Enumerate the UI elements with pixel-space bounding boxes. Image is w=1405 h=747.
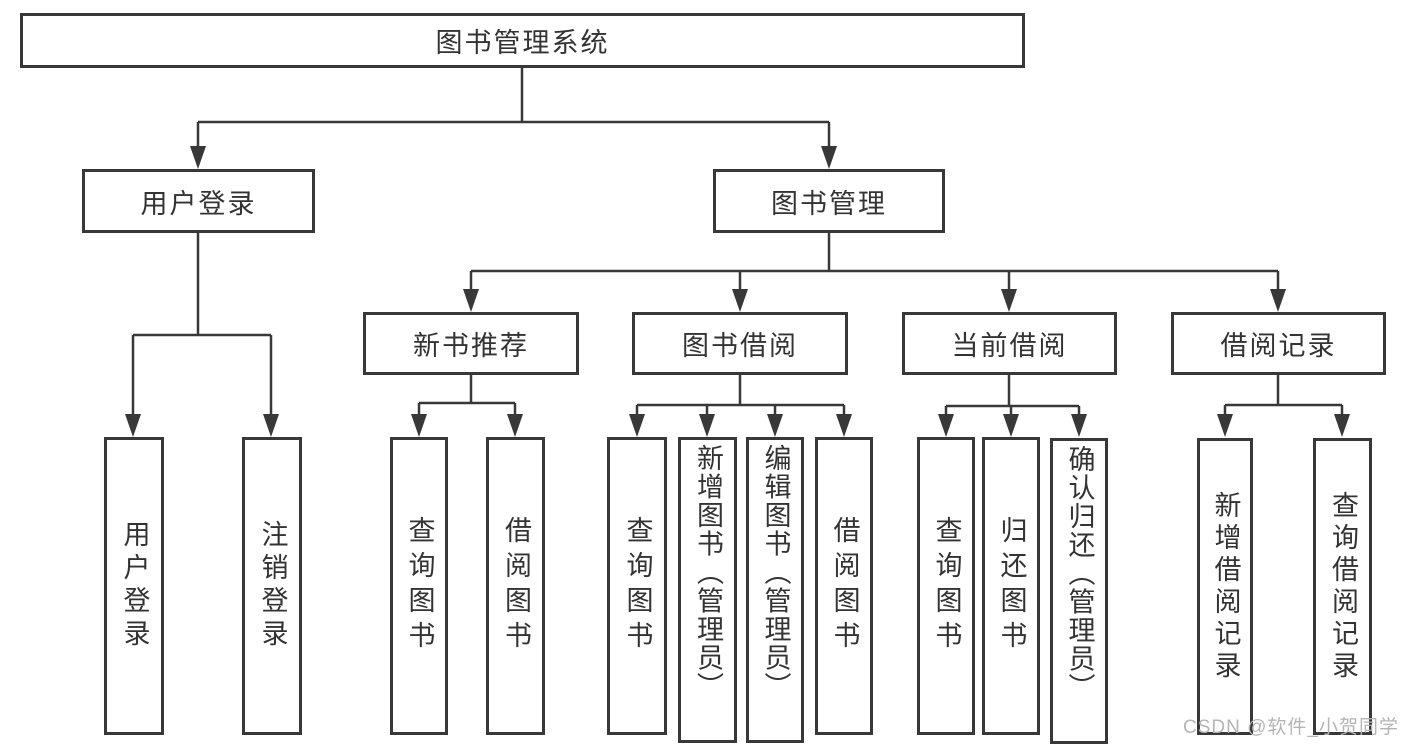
- leaf-borrow-books-label: 借阅图书: [829, 516, 860, 656]
- leaf-confirm-return-admin-label: 确认归还（管理员）: [1064, 445, 1095, 702]
- leaf-query-books-recommend: 查询图书: [390, 437, 448, 735]
- leaf-edit-books-admin-label: 编辑图书（管理员）: [760, 444, 791, 701]
- leaf-user-login-label: 用户登录: [119, 520, 150, 652]
- node-new-book-recommendation: 新书推荐: [363, 312, 579, 375]
- leaf-query-borrow-record-label: 查询借阅记录: [1328, 490, 1358, 683]
- leaf-add-borrow-record-label: 新增借阅记录: [1210, 490, 1241, 683]
- leaf-borrow-books-recommend: 借阅图书: [486, 437, 545, 735]
- leaf-confirm-return-admin: 确认归还（管理员）: [1050, 438, 1108, 744]
- leaf-query-borrow-record: 查询借阅记录: [1313, 438, 1372, 735]
- leaf-query-books-current: 查询图书: [917, 437, 975, 735]
- node-library-management-system: 图书管理系统: [20, 13, 1025, 68]
- node-user-login: 用户登录: [82, 169, 315, 233]
- leaf-add-books-admin: 新增图书（管理员）: [678, 437, 737, 743]
- csdn-watermark: CSDN @软件_小贺同学: [1183, 717, 1399, 738]
- leaf-add-borrow-record: 新增借阅记录: [1197, 438, 1253, 735]
- leaf-user-login: 用户登录: [104, 437, 164, 735]
- leaf-query-books-borrowing-label: 查询图书: [622, 516, 653, 656]
- leaf-add-books-admin-label: 新增图书（管理员）: [693, 444, 723, 701]
- leaf-query-books-recommend-label: 查询图书: [404, 516, 435, 656]
- connector-segments: [131, 68, 1344, 417]
- node-book-management: 图书管理: [713, 169, 945, 233]
- leaf-logout-label: 注销登录: [257, 520, 288, 652]
- leaf-borrow-books: 借阅图书: [815, 437, 873, 735]
- leaf-return-books-label: 归还图书: [996, 516, 1027, 656]
- node-book-borrowing: 图书借阅: [632, 312, 848, 375]
- arrowheads: [125, 146, 1350, 437]
- leaf-borrow-books-recommend-label: 借阅图书: [501, 516, 531, 656]
- leaf-logout: 注销登录: [242, 437, 302, 735]
- leaf-query-books-current-label: 查询图书: [931, 516, 962, 656]
- node-current-borrowing: 当前借阅: [902, 312, 1117, 375]
- node-borrowing-records: 借阅记录: [1171, 312, 1386, 375]
- leaf-query-books-borrowing: 查询图书: [607, 437, 667, 735]
- leaf-return-books: 归还图书: [982, 437, 1040, 735]
- leaf-edit-books-admin: 编辑图书（管理员）: [746, 437, 804, 743]
